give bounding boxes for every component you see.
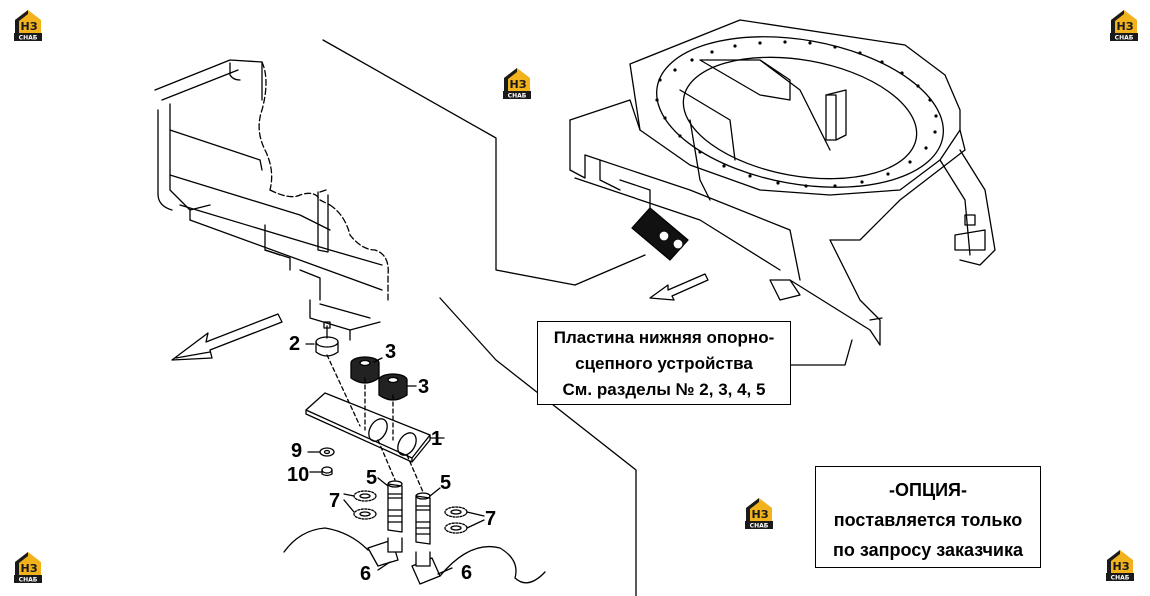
svg-text:НЗ: НЗ xyxy=(1116,20,1133,33)
svg-text:СНАБ: СНАБ xyxy=(508,93,527,100)
nz-snab-logo: НЗ СНАБ xyxy=(1108,8,1140,42)
nz-snab-logo: НЗ СНАБ xyxy=(12,8,44,42)
callout-label: 9 xyxy=(291,440,303,462)
callout-label: 6 xyxy=(461,562,473,584)
callout-label: 3 xyxy=(418,376,430,398)
nz-snab-logo: НЗ СНАБ xyxy=(1104,548,1136,582)
part-7-lock-washers xyxy=(343,490,485,534)
plate-box-line: Пластина нижняя опорно- xyxy=(553,328,775,347)
svg-text:СНАБ: СНАБ xyxy=(1111,575,1130,582)
svg-text:СНАБ: СНАБ xyxy=(750,523,769,530)
fifth-wheel-assembly xyxy=(569,19,996,346)
callout-label: 3 xyxy=(385,341,397,363)
svg-text:НЗ: НЗ xyxy=(20,562,37,575)
part-5-fittings xyxy=(377,477,441,545)
part-1-plate xyxy=(305,354,445,493)
nz-snab-logo: НЗ СНАБ xyxy=(743,496,775,530)
part-2-bolt xyxy=(305,321,339,357)
svg-text:СНАБ: СНАБ xyxy=(19,35,38,42)
lower-plate-detail xyxy=(631,207,689,261)
nz-snab-logo: НЗ СНАБ xyxy=(501,66,533,100)
svg-text:НЗ: НЗ xyxy=(1112,560,1129,573)
option-box-line: по запросу заказчика xyxy=(833,540,1023,560)
callout-label: 7 xyxy=(329,490,341,512)
callout-label: 10 xyxy=(287,464,310,486)
callout-label: 2 xyxy=(289,333,301,355)
left-frame-assembly xyxy=(154,59,389,341)
option-note-box: -ОПЦИЯ- поставляется только по запросу з… xyxy=(815,466,1041,568)
callout-label: 5 xyxy=(366,467,378,489)
svg-text:СНАБ: СНАБ xyxy=(19,577,38,584)
part-3-rubber-rings xyxy=(350,356,417,401)
callout-label: 1 xyxy=(431,428,443,450)
plate-box-line: См. разделы № 2, 3, 4, 5 xyxy=(562,380,766,399)
option-box-line: -ОПЦИЯ- xyxy=(889,480,967,500)
right-direction-arrow xyxy=(649,273,709,301)
option-box-line: поставляется только xyxy=(833,510,1023,530)
part-9-10-washer-nut xyxy=(307,447,335,477)
left-direction-arrow xyxy=(171,313,283,361)
plate-box-line: сцепного устройства xyxy=(575,354,753,373)
nz-snab-logo: НЗ СНАБ xyxy=(12,550,44,584)
svg-text:СНАБ: СНАБ xyxy=(1115,35,1134,42)
callout-label: 6 xyxy=(360,563,372,585)
svg-text:НЗ: НЗ xyxy=(509,78,526,91)
svg-text:НЗ: НЗ xyxy=(751,508,768,521)
callout-label: 7 xyxy=(485,508,497,530)
part-6-elbows xyxy=(283,527,546,585)
callout-label: 5 xyxy=(440,472,452,494)
plate-reference-box: Пластина нижняя опорно- сцепного устройс… xyxy=(537,321,791,405)
fifth-wheel-bolt-holes xyxy=(655,40,938,188)
svg-text:НЗ: НЗ xyxy=(20,20,37,33)
